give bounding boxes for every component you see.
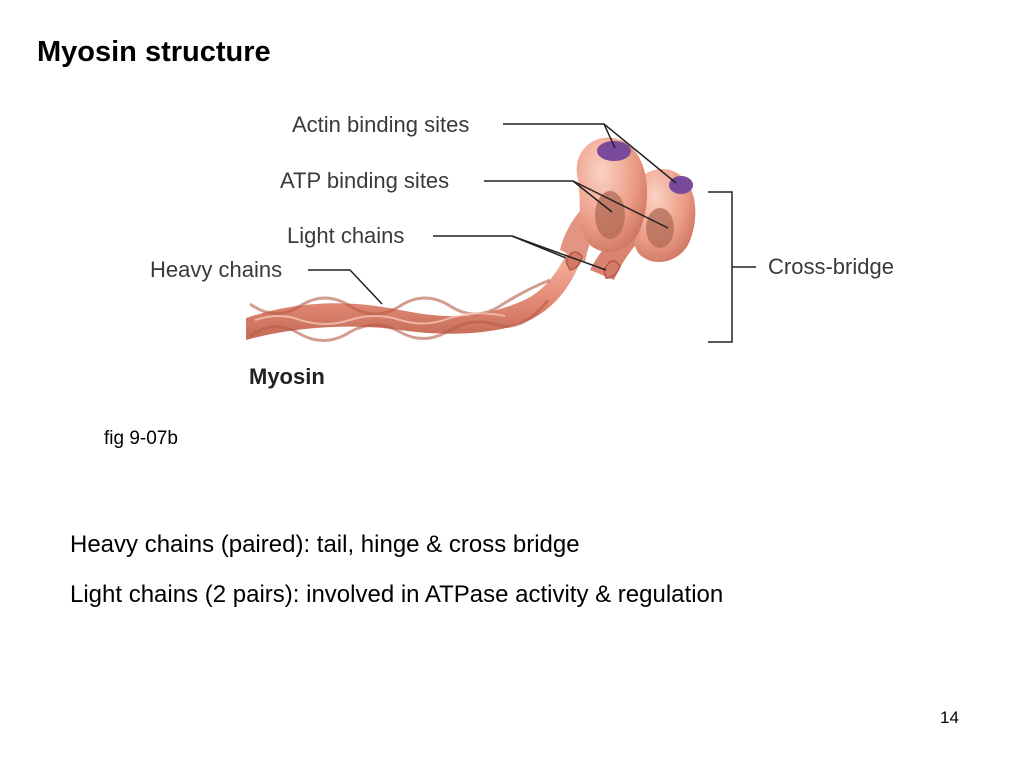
label-actin-binding-sites: Actin binding sites [292, 112, 469, 137]
page-number: 14 [940, 708, 959, 727]
actin-site-front [597, 141, 631, 161]
slide-title: Myosin structure [37, 36, 271, 68]
label-cross-bridge: Cross-bridge [768, 254, 894, 279]
atp-site-back [646, 208, 674, 248]
figure-caption: fig 9-07b [104, 428, 178, 449]
label-heavy-chains: Heavy chains [150, 257, 282, 282]
myosin-diagram: Actin binding sites ATP binding sites Li… [150, 112, 894, 389]
bullet-light-chains: Light chains (2 pairs): involved in ATPa… [70, 581, 724, 608]
label-myosin: Myosin [249, 364, 325, 389]
leader-lines [308, 123, 756, 343]
myosin-head-back [633, 168, 696, 263]
bullet-list: Heavy chains (paired): tail, hinge & cro… [70, 530, 723, 630]
atp-site-front [595, 191, 625, 239]
label-atp-binding-sites: ATP binding sites [280, 168, 449, 193]
label-light-chains: Light chains [287, 223, 404, 248]
myosin-head-front [576, 137, 648, 252]
myosin-tail [246, 245, 585, 342]
bullet-heavy-chains: Heavy chains (paired): tail, hinge & cro… [70, 531, 580, 558]
actin-site-back [669, 176, 693, 194]
